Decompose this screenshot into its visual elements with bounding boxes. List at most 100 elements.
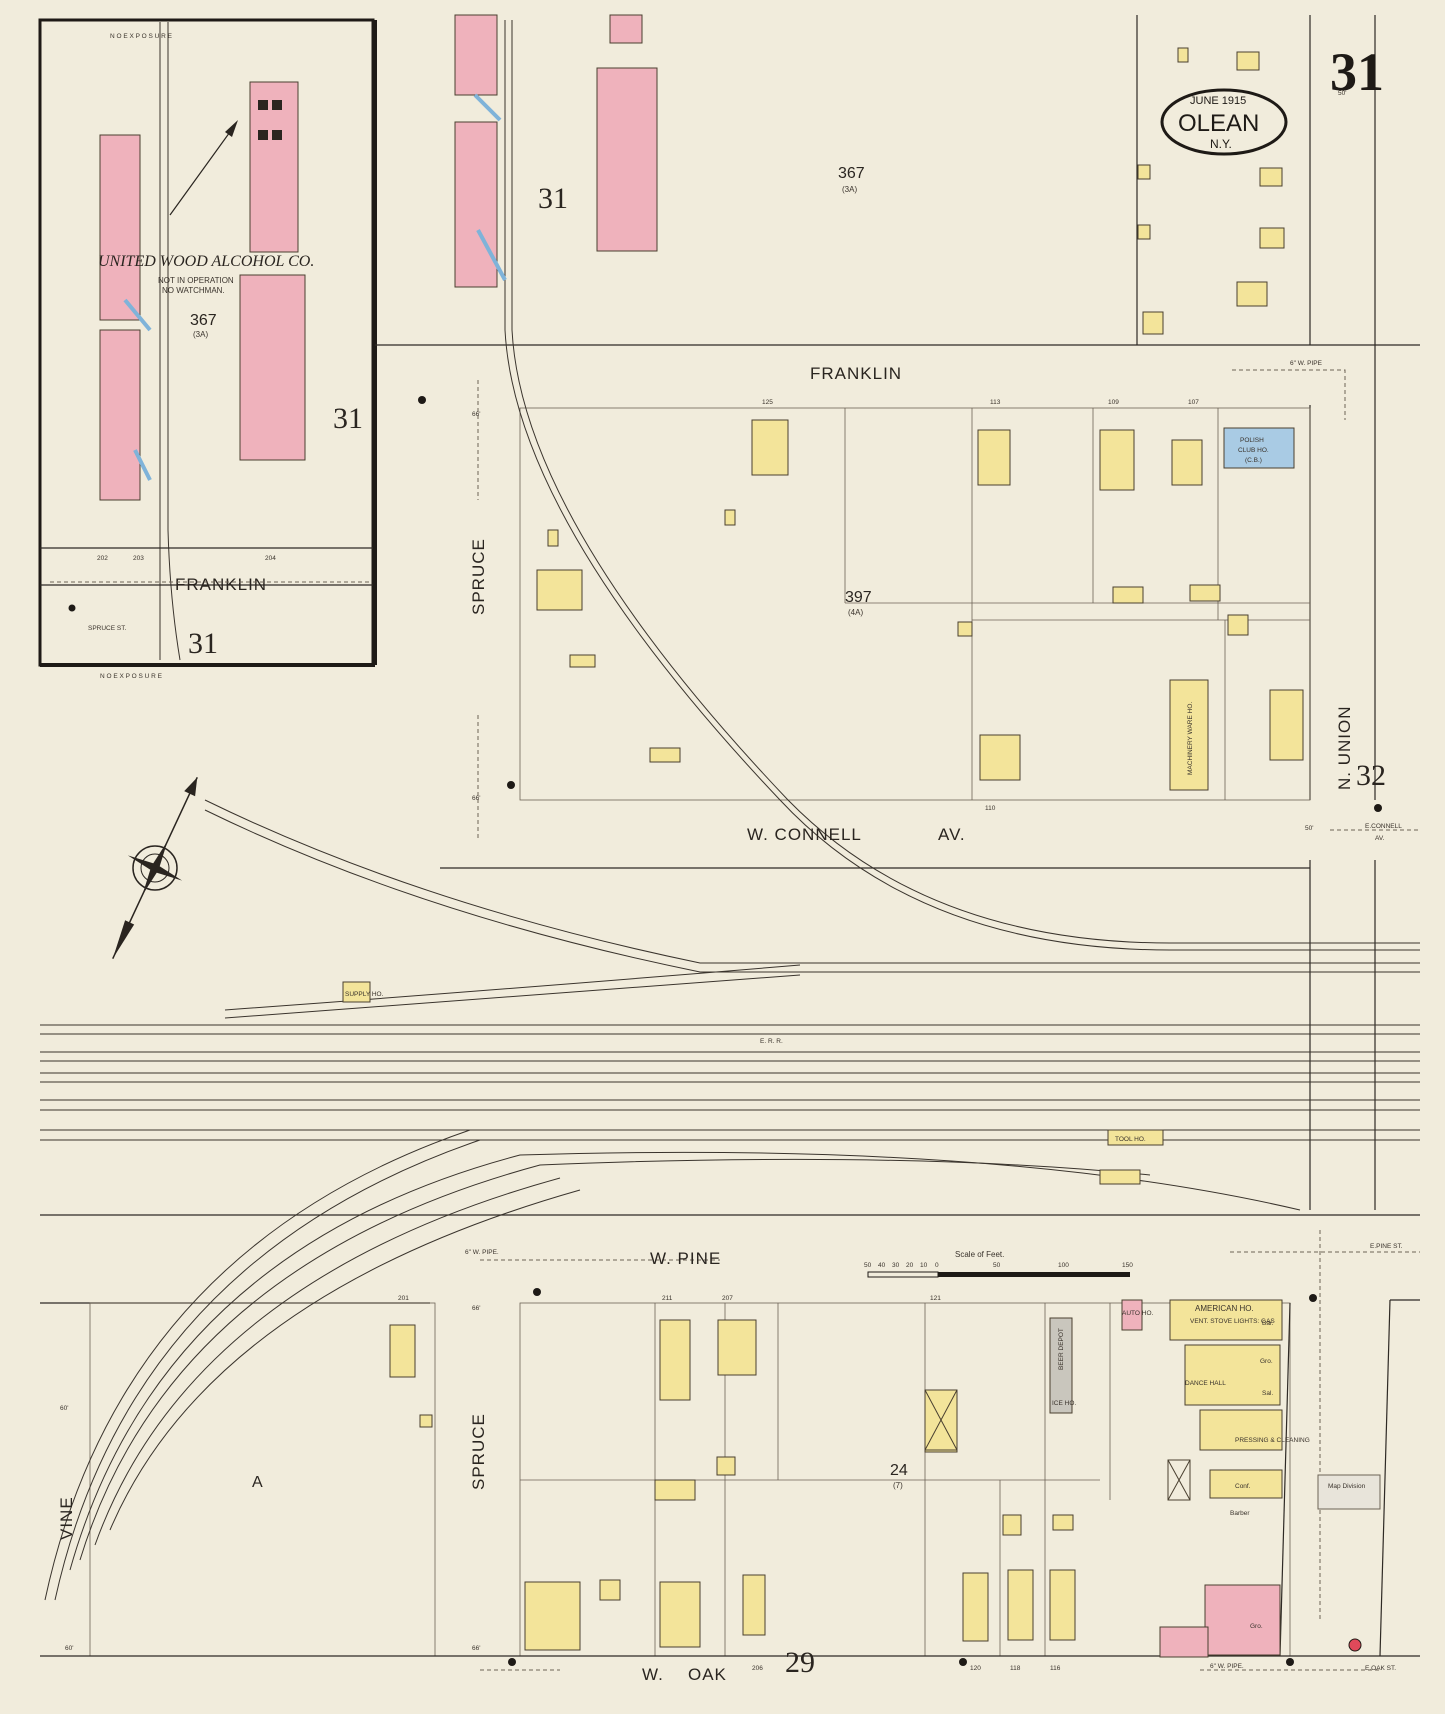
width-66-c: 66' [472,1305,480,1312]
inset-street-franklin: FRANKLIN [175,575,267,594]
pipe-franklin: 6" W. PIPE [1290,360,1323,367]
compass-rose [112,777,198,959]
tool-label: TOOL HO. [1115,1136,1146,1143]
width-66-d: 66' [472,1645,480,1652]
gro-label: Gro. [1260,1358,1273,1365]
street-vine: VINE [57,1496,76,1540]
supply-label: SUPPLY HO. [345,991,384,998]
street-oak: OAK [688,1665,727,1684]
hydrant [507,781,515,789]
polish-club-label-3: (C.B.) [1245,457,1262,464]
street-av: AV. [938,825,966,844]
inset-sheet-ref-right: 31 [333,402,363,435]
addresses: 125 113 109 107 110 211 207 201 121 206 … [398,399,1199,1672]
scale-tick: 50 [864,1262,872,1269]
street-spruce-lower: SPRUCE [469,1413,488,1490]
hydrant [1374,804,1382,812]
scale-tick: 20 [906,1262,914,1269]
width-50-a: 50' [1338,90,1346,97]
street-widths: 66' 66' 66' 66' 50' 50' 60' 60' [60,90,1346,1652]
scale-tick: 150 [1122,1262,1133,1269]
frame-building [609,14,643,44]
block-397-sub: (4A) [848,608,863,617]
scale-tick: 40 [878,1262,886,1269]
addr-107: 107 [1188,399,1199,406]
frame-building [454,121,498,288]
polish-club-label: POLISH [1240,437,1264,444]
hydrant [418,396,426,404]
addr-109: 109 [1108,399,1119,406]
street-labels: FRANKLIN SPRUCE SPRUCE W. CONNELL AV. N.… [57,360,1403,1684]
sheet-ref-left: 31 [538,182,568,215]
pipe-oak: 6" W. PIPE. [1210,1663,1244,1670]
inset-spruce-st: SPRUCE ST. [88,625,126,632]
scale-tick: 10 [920,1262,928,1269]
machinery-ware-ho [1169,679,1209,791]
buildings: POLISH CLUB HO. (C.B.) MACHINERY WARE HO… [342,14,1310,1658]
cartouche-date: JUNE 1915 [1190,95,1246,107]
alarm-box [1348,1638,1362,1652]
polish-club [1223,427,1295,469]
polish-club-label-2: CLUB HO. [1238,447,1269,454]
addr-201: 201 [398,1295,409,1302]
auto-ho [1121,1299,1143,1331]
addr-118: 118 [1010,1665,1021,1672]
machinery-label: MACHINERY WARE HO. [1187,702,1194,775]
frame-building [454,14,498,96]
inset-building-3 [249,81,299,253]
street-e-pine: E.PINE ST. [1370,1243,1403,1250]
street-grid [40,15,1420,1657]
addr-113: 113 [990,399,1001,406]
addr-207: 207 [722,1295,733,1302]
street-n-union: N. UNION [1335,706,1354,791]
stamp-text: Map Division [1328,1483,1366,1490]
american-label: AMERICAN HO. [1195,1304,1254,1313]
beer-depot-label: BEER DEPOT [1058,1328,1065,1370]
hydrant [959,1658,967,1666]
sal-label: Sal. [1262,1390,1273,1397]
inset-panel: N O E X P O S U R E N O E X P O S U R E … [38,18,377,680]
conf-label: Conf. [1235,1483,1251,1490]
hydrant [1286,1658,1294,1666]
width-60-a: 60' [60,1405,68,1412]
street-e-oak: E.OAK ST. [1365,1665,1396,1672]
street-w-pine: W. PINE [650,1249,721,1268]
scale-tick: 30 [892,1262,900,1269]
hydrant [1309,1294,1317,1302]
block-24: 24 [890,1462,908,1479]
scale-label: Scale of Feet. [955,1250,1004,1259]
addr-211: 211 [662,1295,673,1302]
inset-note-2: NO WATCHMAN. [162,286,225,295]
scale-bar: Scale of Feet. 50 40 30 20 10 0 50 100 1… [864,1250,1133,1278]
block-397: 397 [845,589,872,606]
railroad-tracks: E. R. R. [40,20,1420,1601]
frame-building [596,67,658,252]
dance-hall [1184,1344,1281,1406]
library-stamp: Map Division [1317,1474,1381,1510]
gro-label-2: Gro. [1250,1623,1263,1630]
american-ho [1169,1299,1283,1341]
width-66-a: 66' [472,411,480,418]
beer-depot [1049,1317,1073,1414]
street-e-connell-av: AV. [1375,835,1385,842]
auto-label: AUTO HO. [1122,1310,1153,1317]
hydrant [508,1658,516,1666]
inset-sheet-ref-bottom: 31 [188,627,218,660]
street-w-oak: W. [642,1665,664,1684]
cartouche-city: OLEAN [1178,110,1259,137]
inset-addr-202: 202 [97,555,108,562]
scale-tick: 0 [935,1262,939,1269]
cartouche-state: N.Y. [1210,137,1232,151]
sheet-number: 31 [1330,42,1384,102]
american-sub: VENT. STOVE LIGHTS: GAS [1190,1318,1275,1325]
block-24-sub: (7) [893,1481,903,1490]
scale-tick: 100 [1058,1262,1069,1269]
water-pipes [50,369,1420,1671]
inset-exposure-top: N O E X P O S U R E [110,33,173,40]
inset-company: UNITED WOOD ALCOHOL CO. [98,253,314,270]
block-367: 367 [838,165,865,182]
block-letter-a: A [252,1474,263,1491]
width-60-b: 60' [65,1645,73,1652]
pipe-w-pine: 6" W. PIPE. [465,1249,499,1256]
